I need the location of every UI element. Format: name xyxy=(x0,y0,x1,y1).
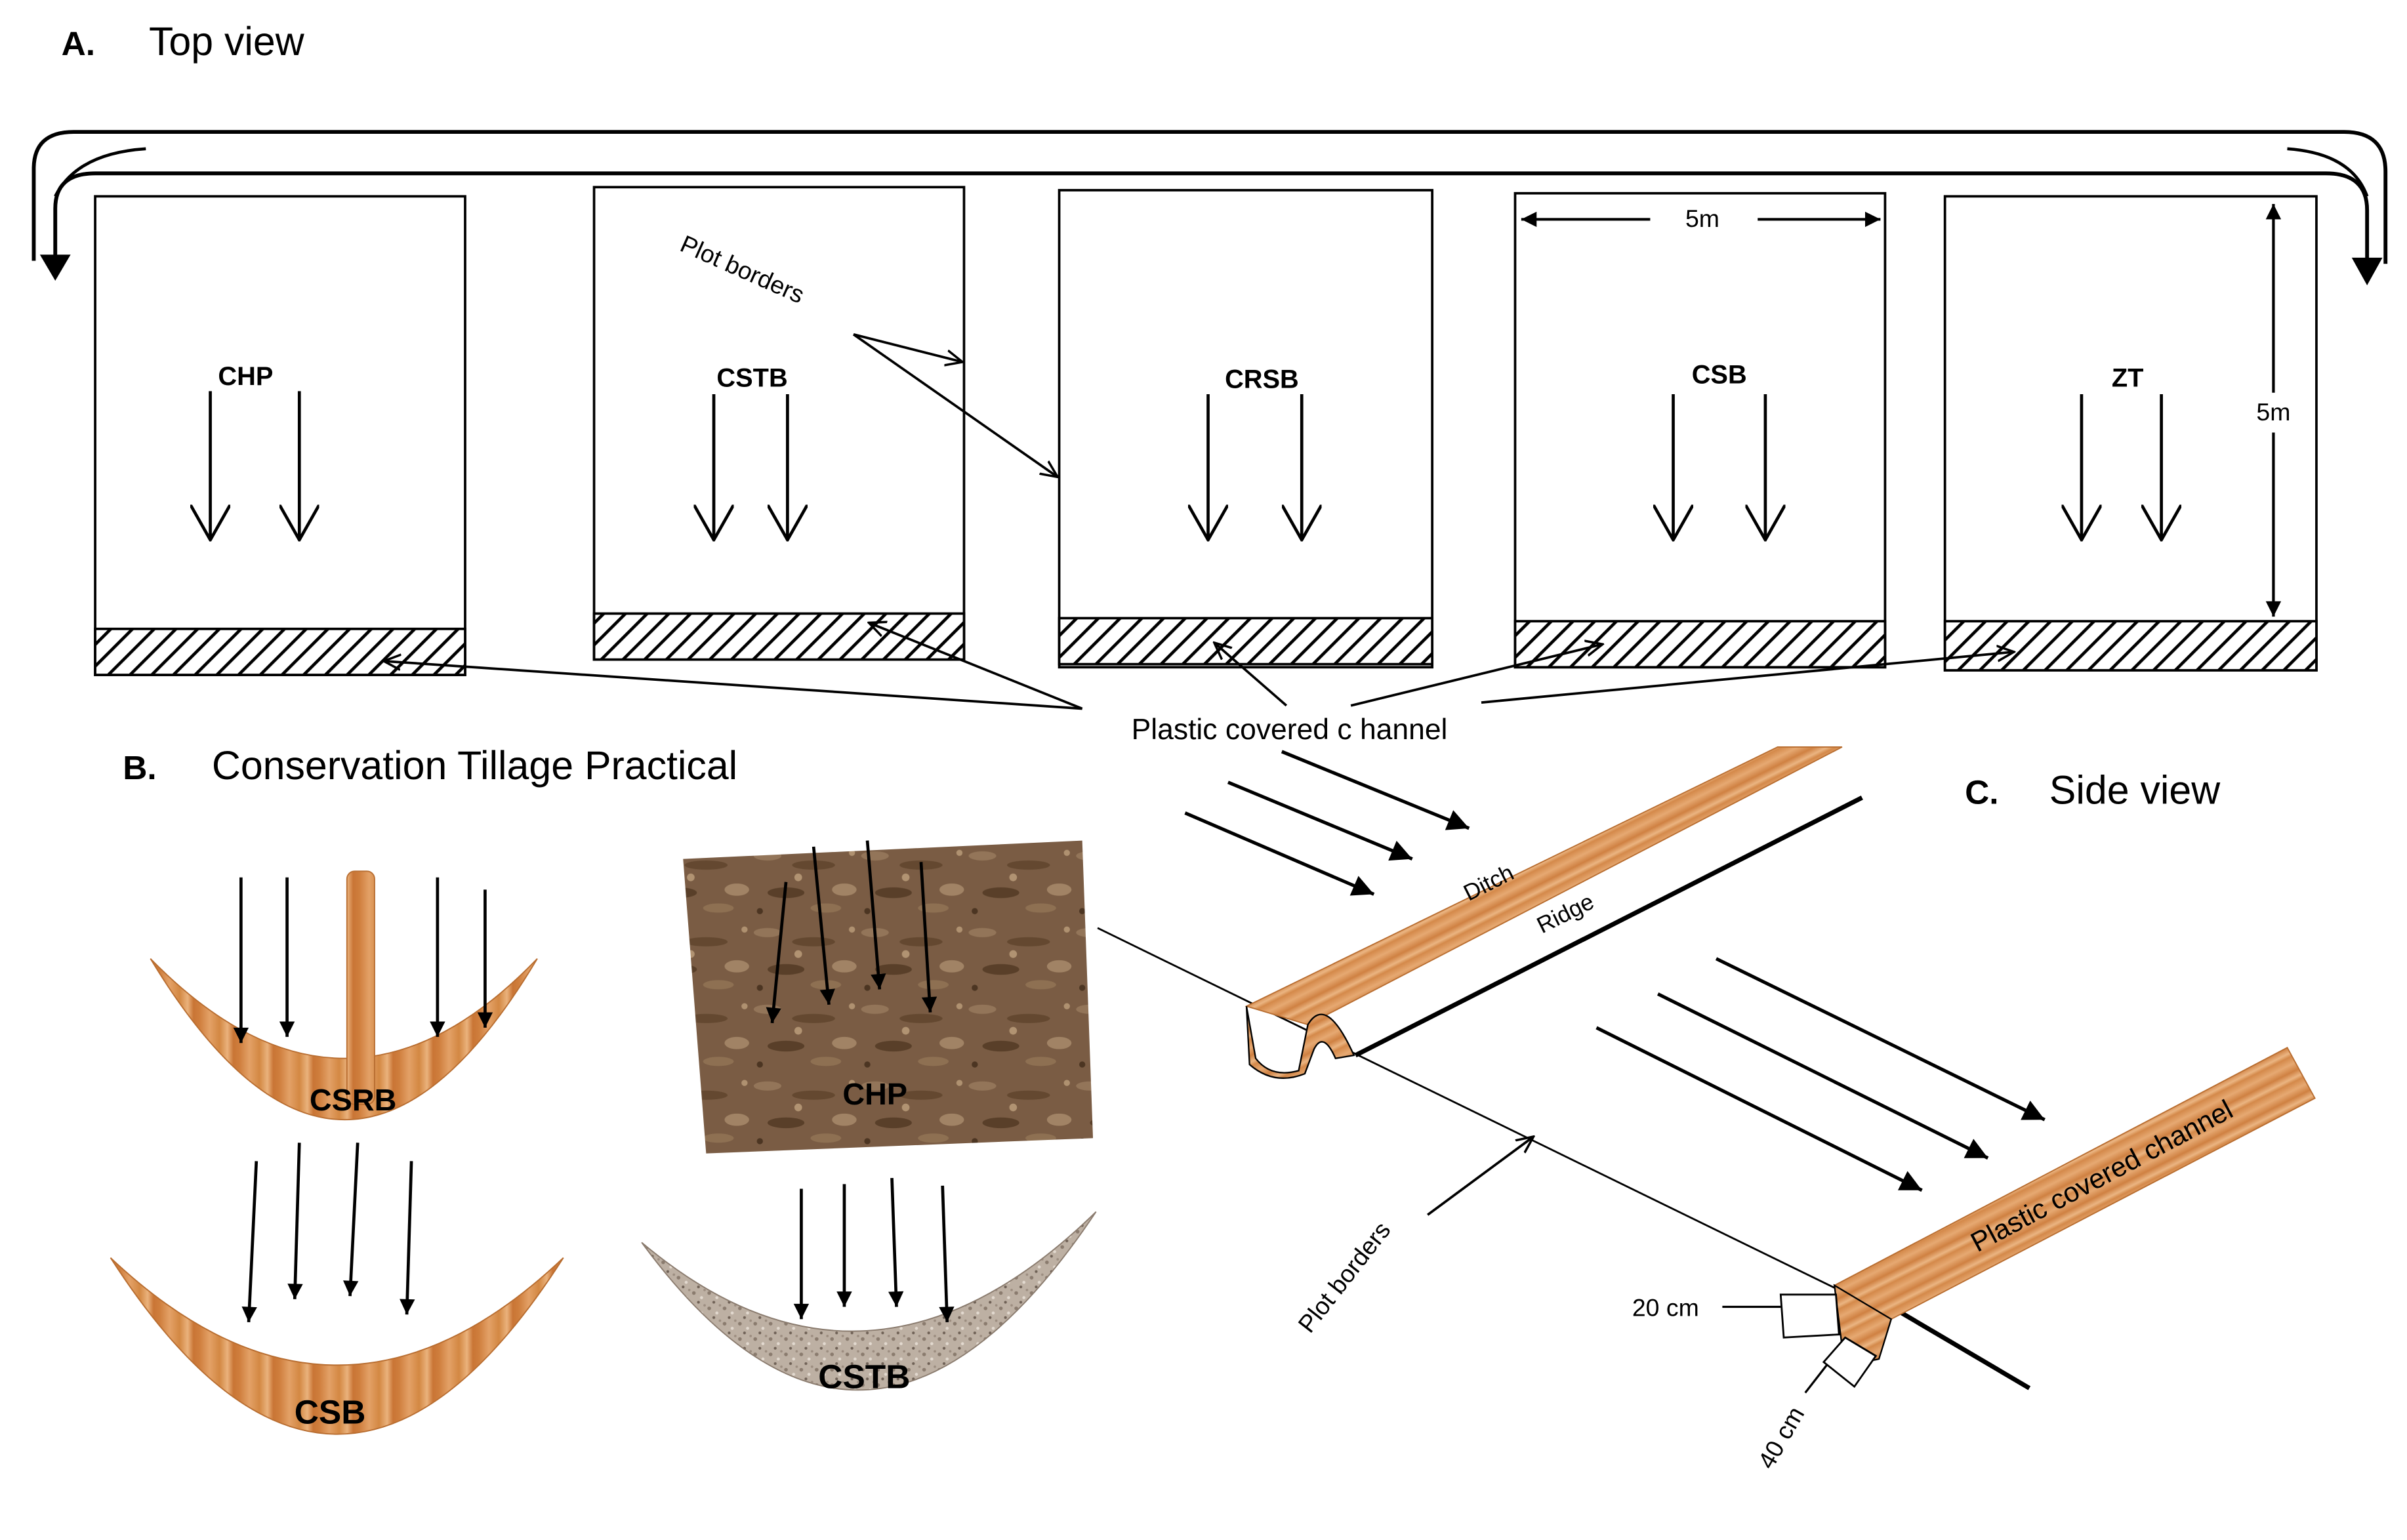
flow-arrow xyxy=(766,881,788,1024)
panel-b-title: Conservation Tillage Practical xyxy=(212,743,737,788)
channel-pointer xyxy=(1481,652,2014,704)
rain-arrow xyxy=(1281,750,1470,830)
channel-pointer xyxy=(1350,644,1603,707)
plot-width-label: 5m xyxy=(1685,205,1719,232)
plot-borders-pointer xyxy=(852,333,1058,477)
flow-arrow xyxy=(400,1161,415,1315)
soil-photo xyxy=(683,840,1094,1154)
plot-border-line-thick xyxy=(1890,1305,2031,1390)
channel-pointer xyxy=(384,661,1082,710)
panel-c-title: Side view xyxy=(2049,767,2221,812)
flow-arrowhead-right xyxy=(2351,257,2383,285)
flow-arrow xyxy=(287,1143,303,1299)
panel-a-letter: A. xyxy=(62,24,95,62)
flow-bracket-outer xyxy=(31,130,2388,264)
plot-crsb: CRSB xyxy=(1058,189,1434,669)
flow-arrow xyxy=(812,846,835,1005)
plot-label: CHP xyxy=(218,362,273,391)
flow-arrow xyxy=(241,1161,258,1323)
channel-label: Plastic covered c hannel xyxy=(1132,714,1448,746)
flow-arrow xyxy=(888,1177,904,1307)
plot-box xyxy=(1513,192,1887,669)
width-leader xyxy=(1804,1364,1828,1394)
flow-arrow xyxy=(939,1185,955,1322)
flow-bracket-curve-right xyxy=(2287,147,2369,197)
bed-crescent xyxy=(110,1257,564,1435)
flow-arrowhead-left xyxy=(39,254,71,281)
runoff-arrow xyxy=(1595,1026,1923,1192)
channel-pointer xyxy=(1214,643,1288,707)
ridge-bar xyxy=(346,870,375,1105)
plot-cstb: CSTB xyxy=(592,186,966,661)
plot-label: CSTB xyxy=(716,363,787,392)
practice-label: CSB xyxy=(295,1392,366,1430)
plot-box xyxy=(94,195,466,676)
plastic-channel-strip xyxy=(1943,620,2318,672)
plot-csb: CSB 5m xyxy=(1513,192,1887,669)
plot-box xyxy=(1943,195,2318,672)
runoff-arrow xyxy=(1715,957,2046,1122)
plot-box xyxy=(1058,189,1434,669)
practice-label: CSRB xyxy=(310,1083,397,1117)
practice-label: CHP xyxy=(842,1077,907,1111)
straw-bed-crescent xyxy=(641,1211,1097,1391)
plastic-channel-strip xyxy=(94,627,466,676)
flow-arrow xyxy=(342,1143,360,1297)
plot-borders-pointer xyxy=(853,333,962,362)
practice-csb: CSB xyxy=(110,1143,564,1435)
plastic-channel-strip xyxy=(1058,617,1434,666)
plot-label: CSB xyxy=(1692,361,1747,390)
plastic-channel-strip xyxy=(1513,620,1887,669)
practice-csrb: CSRB xyxy=(150,870,538,1120)
plot-label: ZT xyxy=(2112,363,2144,392)
panel-a: A. Top view CHP CSTB CRSB xyxy=(31,19,2388,746)
ridge-line xyxy=(1354,795,1863,1058)
flow-arrow xyxy=(865,840,886,990)
panel-c-letter: C. xyxy=(1965,773,1998,811)
rain-arrow xyxy=(1184,811,1375,896)
practice-chp: CHP xyxy=(683,840,1094,1154)
ditch-band xyxy=(1245,746,1843,1026)
plot-border-line xyxy=(1097,927,1843,1293)
panel-a-title: Top view xyxy=(149,19,305,64)
flow-bracket-curve-left xyxy=(54,147,146,197)
panel-b: B. Conservation Tillage Practical CSRB C… xyxy=(110,743,1097,1435)
width-tag xyxy=(1822,1336,1878,1388)
plot-borders-pointer xyxy=(1427,1137,1533,1216)
plot-chp: CHP xyxy=(94,195,466,676)
plot-zt: ZT 5m xyxy=(1943,195,2318,672)
flow-arrow xyxy=(919,862,937,1013)
practice-label: CSTB xyxy=(818,1357,910,1395)
channel-depth-label: 20 cm xyxy=(1632,1294,1699,1322)
runoff-arrow xyxy=(1656,992,1989,1160)
rain-arrow xyxy=(1227,780,1413,861)
ridge-bed-crescent xyxy=(150,958,538,1120)
plot-box xyxy=(592,186,966,661)
channel-pointer xyxy=(869,622,1083,710)
depth-tag xyxy=(1779,1293,1840,1339)
soil-photo-shade xyxy=(683,840,1094,1154)
plot-length-label: 5m xyxy=(2256,398,2290,426)
practice-cstb: CSTB xyxy=(641,1177,1097,1395)
plastic-channel-strip xyxy=(592,612,966,661)
plot-label: CRSB xyxy=(1225,365,1299,394)
ditch-profile xyxy=(1245,1005,1355,1079)
panel-b-letter: B. xyxy=(123,748,156,786)
